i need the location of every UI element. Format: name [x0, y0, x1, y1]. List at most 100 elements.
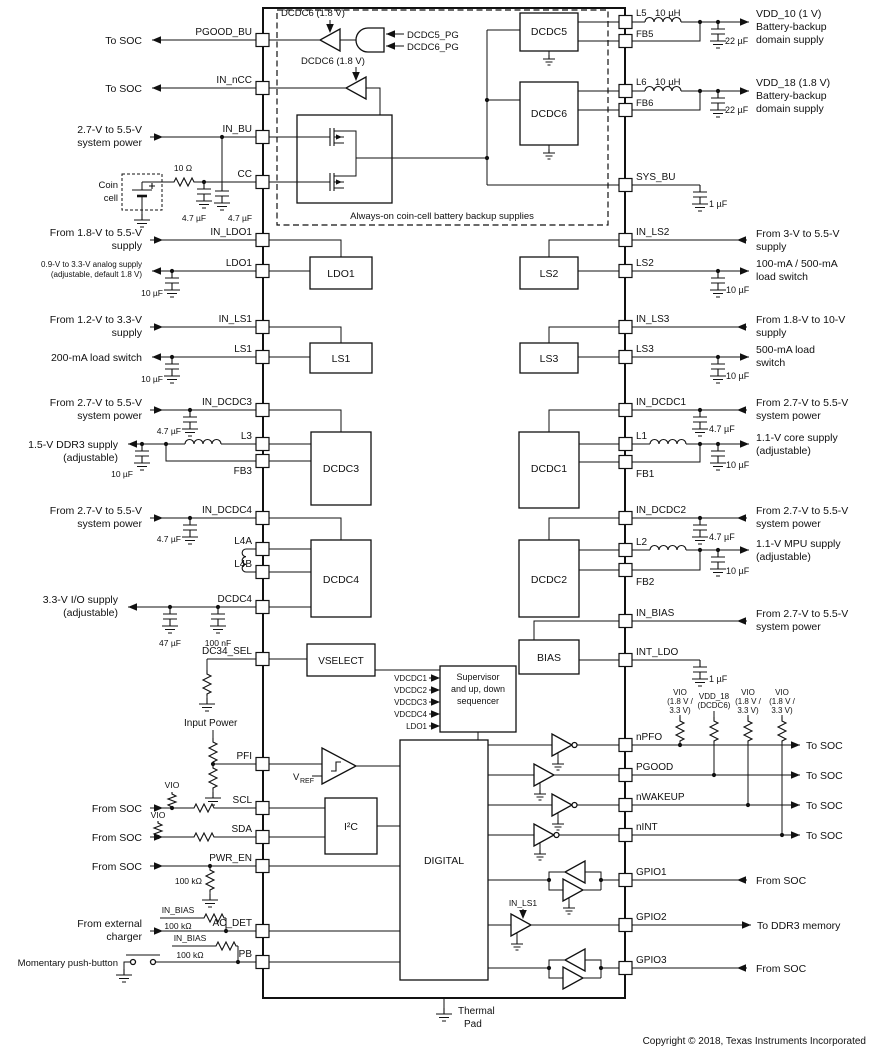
row-gpio3: From SOC GPIO3 — [488, 948, 807, 990]
row-in-dcdc4: From 2.7-V to 5.5-V system power 4.7 µF … — [50, 505, 342, 545]
pin-name: PFI — [236, 751, 252, 762]
ext-label: (adjustable) — [63, 452, 118, 464]
ext-label: Battery-backup — [756, 21, 827, 33]
cap-value: 10 µF — [726, 371, 750, 381]
inductor-value: 10 µH — [655, 77, 681, 88]
cap-value: 10 µF — [141, 288, 163, 298]
buffer-supply-label: DCDC6 (1.8 V) — [301, 56, 365, 67]
row-in-ls3: From 1.8-V to 10-V supply IN_LS3 — [548, 314, 845, 343]
block-label: DCDC4 — [323, 574, 359, 586]
ext-label: From 2.7-V to 5.5-V — [756, 397, 848, 409]
pin-pad — [618, 652, 633, 668]
pin-name: PWR_EN — [209, 853, 252, 864]
ext-label: To SOC — [806, 800, 843, 812]
ext-label: Input Power — [184, 718, 238, 729]
row-dcdc4-out: 47 µF 100 nF 3.3-V I/O supply (adjustabl… — [43, 594, 311, 648]
row-in-bu: 2.7-V to 5.5-V system power 4.7 µF IN_BU — [77, 124, 270, 223]
ext-label: To DDR3 memory — [757, 920, 841, 932]
ext-label: 100-mA / 500-mA — [756, 258, 838, 270]
block-digital — [399, 739, 489, 981]
pin-name: PGOOD_BU — [195, 27, 252, 38]
ext-label: To SOC — [105, 83, 142, 95]
row-ls1: 10 µF 200-mA load switch LS1 — [51, 344, 310, 384]
ext-label: To SOC — [806, 740, 843, 752]
ext-label: VDD_10 (1 V) — [756, 8, 821, 20]
rail-vio-2: VIO (1.8 V / 3.3 V) — [735, 688, 762, 805]
block-label: LS1 — [332, 353, 351, 365]
pin-name: CC — [238, 169, 252, 180]
pin-pad — [255, 436, 270, 452]
row-in-ncc: To SOC IN_nCC — [105, 75, 270, 96]
ext-label: charger — [106, 931, 142, 943]
pin-name: GPIO3 — [636, 955, 667, 966]
row-pb: Momentary push-button IN_BIAS 100 kΩ PB — [18, 933, 400, 983]
row-in-dcdc3: From 2.7-V to 5.5-V system power 4.7 µF … — [50, 397, 342, 437]
pin-name: nINT — [636, 822, 658, 833]
cap-value: 4.7 µF — [228, 213, 252, 223]
block-dcdc6 — [519, 81, 579, 146]
block-label: DCDC3 — [323, 463, 359, 475]
rail-label: VIO — [775, 688, 789, 697]
rail-label: VDD_18 — [699, 692, 730, 701]
pin-name: LS2 — [636, 258, 654, 269]
rail-label: (1.8 V / — [769, 697, 796, 706]
pin-pad — [618, 827, 633, 843]
block-label: DCDC2 — [531, 574, 567, 586]
resistor-value: 10 Ω — [174, 163, 192, 173]
ext-label: From SOC — [92, 803, 143, 815]
dcdc6-pg-label: DCDC6_PG — [407, 42, 459, 53]
inverter-bubble-icon — [553, 831, 560, 839]
pin-pad — [255, 402, 270, 418]
rail-label: 3.3 V) — [737, 706, 759, 715]
pin-pad — [618, 613, 633, 629]
pin-pad — [255, 510, 270, 526]
inductor-value: 10 µH — [655, 8, 681, 19]
rail-label: 3.3 V) — [771, 706, 793, 715]
row-scl: From SOC VIO SCL — [92, 780, 325, 816]
row-gpio2: IN_LS1 To DDR3 memory GPIO2 — [488, 898, 841, 951]
ext-label: 200-mA load switch — [51, 352, 142, 364]
buffer-supply-label: IN_LS1 — [509, 898, 538, 908]
rail-label: VIO — [741, 688, 755, 697]
pin-name: IN_BU — [223, 124, 252, 135]
pin-pad — [255, 800, 270, 816]
pin-name: FB6 — [636, 98, 653, 109]
pin-name: IN_LS2 — [636, 227, 670, 238]
pin-pad — [255, 599, 270, 615]
cap-value: 4.7 µF — [157, 534, 181, 544]
ext-label: 1.5-V DDR3 supply — [28, 439, 119, 451]
pin-pad — [255, 80, 270, 96]
pin-pad — [618, 767, 633, 783]
ext-label: supply — [112, 240, 143, 252]
ext-label: From external — [77, 918, 142, 930]
ext-label: supply — [756, 327, 787, 339]
pin-pad — [255, 453, 270, 469]
pin-name: DC34_SEL — [202, 646, 252, 657]
pin-pad — [618, 102, 633, 118]
row-in-ls2: From 3-V to 5.5-V supply IN_LS2 — [548, 227, 839, 257]
pin-pad — [255, 32, 270, 48]
cap-value: 4.7 µF — [709, 532, 735, 542]
pin-name: L4A — [234, 536, 252, 547]
pin-pad — [618, 737, 633, 753]
ext-label: From 3-V to 5.5-V — [756, 228, 839, 240]
cap-value: 22 µF — [725, 36, 749, 46]
power-path-switch — [296, 114, 393, 204]
ext-label: (adjustable, default 1.8 V) — [51, 270, 143, 279]
row-cc: Coin cell 10 Ω 4.7 µF CC — [98, 163, 270, 228]
pin-pad — [255, 858, 270, 874]
pin-name: LS1 — [234, 344, 252, 355]
row-nwakeup: To SOC nWAKEUP — [488, 792, 843, 831]
pin-pad — [618, 562, 633, 578]
pin-pad — [618, 14, 633, 30]
ext-label: From 1.8-V to 5.5-V — [50, 227, 142, 239]
pin-pad — [255, 564, 270, 580]
cap-value: 10 µF — [111, 469, 133, 479]
rail-label: (DCDC6) — [698, 701, 731, 710]
pin-pad — [255, 263, 270, 279]
pin-pad — [618, 917, 633, 933]
internal-blocks: LDO1 LS1 DCDC3 DCDC4 VSELECT LS2 LS3 DCD… — [293, 256, 580, 981]
sup-in-label: LDO1 — [406, 722, 427, 731]
row-nint: To SOC nINT — [488, 822, 843, 861]
row-ldo1: 10 µF 0.9-V to 3.3-V analog supply (adju… — [41, 258, 310, 298]
